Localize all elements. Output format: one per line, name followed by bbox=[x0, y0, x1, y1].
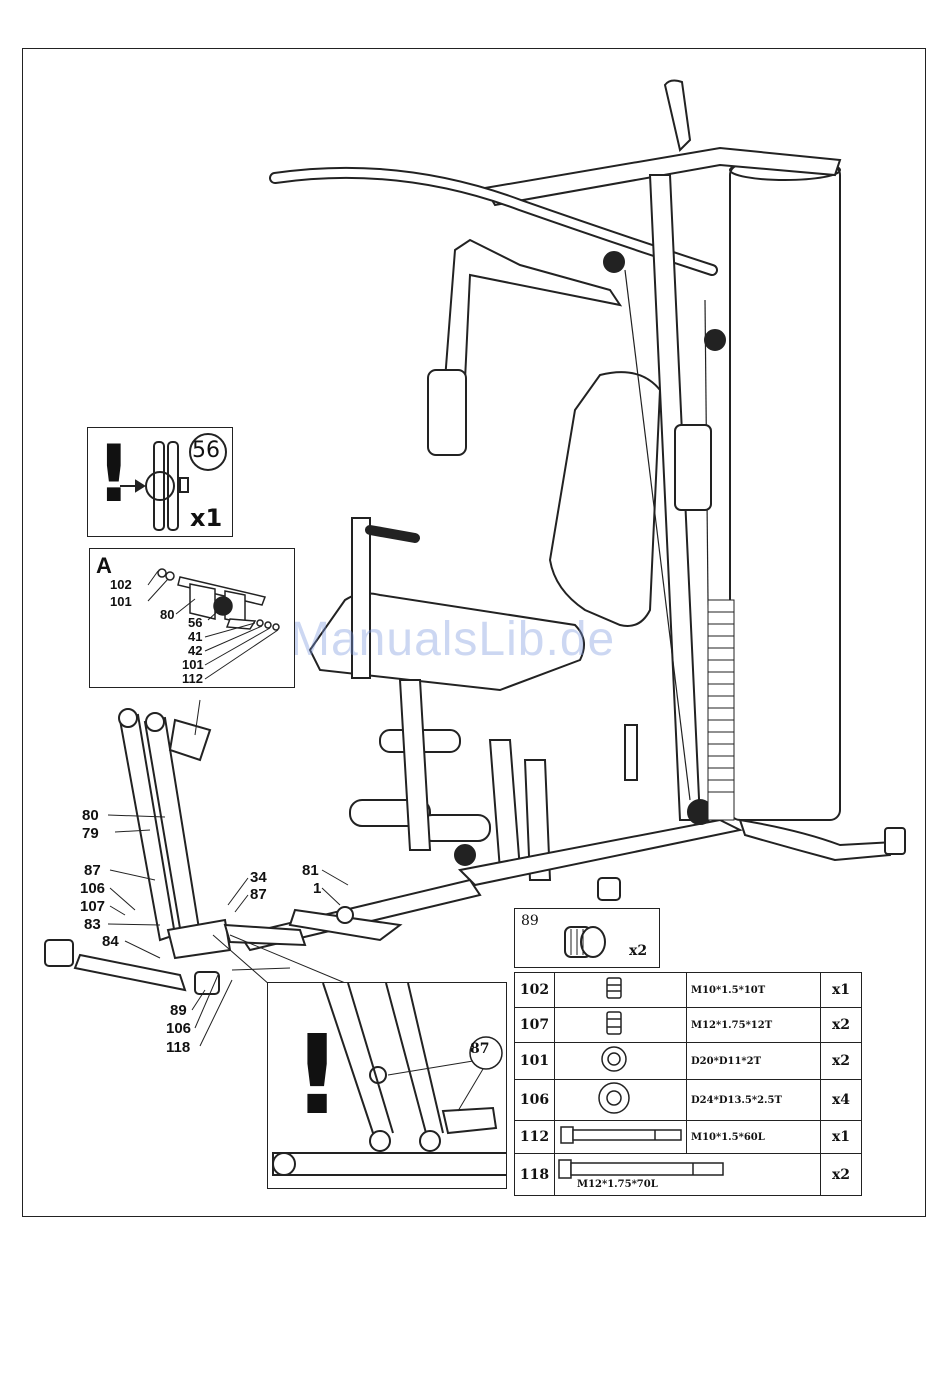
detail-label-102: 102 bbox=[110, 577, 132, 592]
part-spec: D20*D11*2T bbox=[687, 1043, 821, 1080]
label-84: 84 bbox=[102, 933, 119, 950]
label-89: 89 bbox=[170, 1002, 187, 1019]
warning-part-number: 56 bbox=[192, 438, 220, 463]
label-34: 34 bbox=[250, 869, 267, 886]
washer-icon bbox=[555, 1043, 687, 1080]
detail-label-101b: 101 bbox=[182, 657, 204, 672]
detail-label-101a: 101 bbox=[110, 594, 132, 609]
table-row: 107 M12*1.75*12T x2 bbox=[515, 1008, 862, 1043]
part-qty: x2 bbox=[821, 1043, 862, 1080]
label-107: 107 bbox=[80, 898, 105, 915]
label-106a: 106 bbox=[80, 880, 105, 897]
detail-label-41: 41 bbox=[188, 629, 202, 644]
part-number: 102 bbox=[515, 973, 555, 1008]
detail-label-42: 42 bbox=[188, 643, 202, 658]
part-spec: M10*1.5*60L bbox=[687, 1121, 821, 1154]
part-number: 106 bbox=[515, 1080, 555, 1121]
part-qty: x1 bbox=[821, 1121, 862, 1154]
bolt-icon bbox=[555, 1121, 687, 1154]
label-118: 118 bbox=[166, 1039, 190, 1056]
big-warning-part-number: 87 bbox=[470, 1041, 489, 1057]
label-79: 79 bbox=[82, 825, 99, 842]
hardware-89-box: 89 x2 bbox=[514, 908, 660, 968]
label-80: 80 bbox=[82, 807, 99, 824]
part-qty: x2 bbox=[821, 1008, 862, 1043]
label-87a: 87 bbox=[84, 862, 101, 879]
end-cap-icon bbox=[515, 909, 661, 969]
table-row: 118 M12*1.75*70L x2 bbox=[515, 1154, 862, 1196]
part-qty: x2 bbox=[821, 1154, 862, 1196]
warning-box-part-87: ! 87 bbox=[267, 982, 507, 1189]
nut-icon bbox=[555, 973, 687, 1008]
label-83: 83 bbox=[84, 916, 101, 933]
nut-icon bbox=[555, 1008, 687, 1043]
detail-a-letter: A bbox=[96, 553, 112, 578]
table-row: 112 M10*1.5*60L x1 bbox=[515, 1121, 862, 1154]
label-1: 1 bbox=[313, 880, 321, 897]
label-81: 81 bbox=[302, 862, 319, 879]
table-row: 102 M10*1.5*10T x1 bbox=[515, 973, 862, 1008]
detail-label-112: 112 bbox=[182, 671, 203, 686]
table-row: 106 D24*D13.5*2.5T x4 bbox=[515, 1080, 862, 1121]
part-spec: M12*1.75*70L bbox=[577, 1179, 658, 1190]
label-106b: 106 bbox=[166, 1020, 191, 1037]
warning-box-part-56: ! 56 x1 bbox=[87, 427, 233, 537]
part-number: 118 bbox=[515, 1154, 555, 1196]
bolt-icon: M12*1.75*70L bbox=[555, 1154, 821, 1196]
part-number: 107 bbox=[515, 1008, 555, 1043]
part-qty: x4 bbox=[821, 1080, 862, 1121]
arm-connection-drawing bbox=[268, 983, 507, 1189]
table-row: 101 D20*D11*2T x2 bbox=[515, 1043, 862, 1080]
part-spec: M10*1.5*10T bbox=[687, 973, 821, 1008]
detail-label-56: 56 bbox=[188, 615, 202, 630]
part-number: 101 bbox=[515, 1043, 555, 1080]
hardware-parts-table: 102 M10*1.5*10T x1 107 M12*1.75*12T x2 1… bbox=[514, 972, 862, 1196]
washer-icon bbox=[555, 1080, 687, 1121]
label-87b: 87 bbox=[250, 886, 267, 903]
hardware-89-qty: x2 bbox=[629, 943, 647, 959]
part-number: 112 bbox=[515, 1121, 555, 1154]
part-qty: x1 bbox=[821, 973, 862, 1008]
part-spec: D24*D13.5*2.5T bbox=[687, 1080, 821, 1121]
detail-a-box: A 102 101 80 56 41 42 101 bbox=[89, 548, 295, 688]
warning-qty: x1 bbox=[190, 504, 222, 532]
detail-a-drawing: A 102 101 80 56 41 42 101 bbox=[90, 549, 296, 689]
part-spec: M12*1.75*12T bbox=[687, 1008, 821, 1043]
watermark: ManualsLib.de bbox=[290, 612, 615, 667]
detail-label-80: 80 bbox=[160, 607, 174, 622]
